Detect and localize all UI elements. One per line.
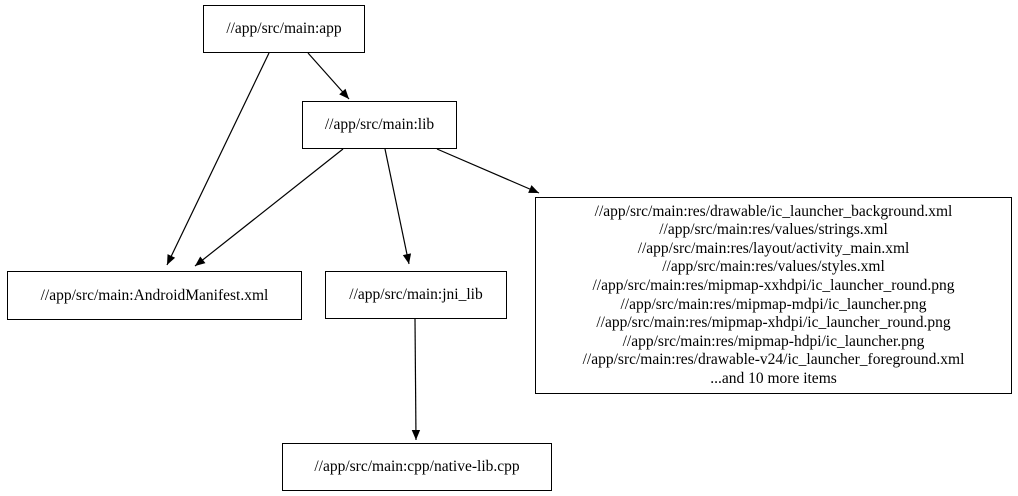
node-lib: //app/src/main:lib bbox=[302, 101, 457, 149]
node-jni-lib: //app/src/main:jni_lib bbox=[325, 271, 507, 319]
edge-lib-to-jni-lib bbox=[384, 148, 412, 265]
node-lib-label: //app/src/main:lib bbox=[324, 116, 435, 133]
resources-line: //app/src/main:res/mipmap-xhdpi/ic_launc… bbox=[596, 314, 951, 332]
resources-line-more: ...and 10 more items bbox=[710, 369, 837, 387]
node-app: //app/src/main:app bbox=[203, 5, 365, 53]
edge-lib-to-manifest bbox=[194, 148, 344, 267]
resources-line: //app/src/main:res/mipmap-xxhdpi/ic_laun… bbox=[592, 276, 955, 294]
node-app-label: //app/src/main:app bbox=[226, 20, 342, 37]
resources-line: //app/src/main:res/mipmap-mdpi/ic_launch… bbox=[620, 295, 927, 313]
edge-app-to-lib bbox=[307, 52, 350, 100]
edge-lib-to-resources bbox=[436, 148, 540, 194]
node-android-manifest: //app/src/main:AndroidManifest.xml bbox=[7, 271, 302, 320]
resources-line: //app/src/main:res/values/strings.xml bbox=[659, 221, 888, 239]
edge-app-to-manifest bbox=[166, 52, 270, 266]
resources-line: //app/src/main:res/mipmap-hdpi/ic_launch… bbox=[622, 332, 925, 350]
node-native-lib-cpp: //app/src/main:cpp/native-lib.cpp bbox=[282, 443, 552, 491]
node-jni-lib-label: //app/src/main:jni_lib bbox=[349, 286, 483, 303]
resources-line: //app/src/main:res/values/styles.xml bbox=[662, 258, 885, 276]
node-android-manifest-label: //app/src/main:AndroidManifest.xml bbox=[40, 286, 269, 304]
resources-line: //app/src/main:res/drawable-v24/ic_launc… bbox=[582, 351, 965, 369]
resources-line: //app/src/main:res/layout/activity_main.… bbox=[637, 239, 910, 257]
edge-jni-lib-to-native-lib bbox=[411, 318, 421, 441]
node-resources: //app/src/main:res/drawable/ic_launcher_… bbox=[535, 197, 1012, 394]
node-native-lib-cpp-label: //app/src/main:cpp/native-lib.cpp bbox=[314, 458, 520, 475]
resources-line: //app/src/main:res/drawable/ic_launcher_… bbox=[594, 202, 953, 220]
